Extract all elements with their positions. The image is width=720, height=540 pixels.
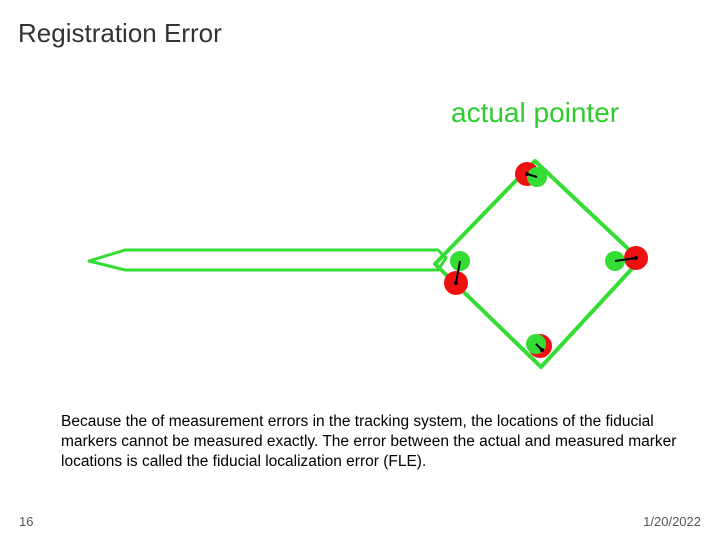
page-number: 16 (19, 514, 34, 529)
slide-title: Registration Error (18, 18, 222, 48)
error-point-left (454, 281, 458, 285)
actual-pointer-label: actual pointer (451, 97, 620, 128)
pointer-diamond-body (433, 159, 642, 369)
error-vector-right (614, 257, 637, 262)
fle-caption: Because the of measurement errors in the… (61, 413, 677, 470)
error-point-bottom (540, 348, 544, 352)
pointer-shaft (87, 248, 448, 272)
error-point-top (525, 172, 529, 176)
error-point-right (634, 256, 638, 260)
error-vector-left (455, 260, 461, 284)
slide-date: 1/20/2022 (643, 514, 701, 529)
